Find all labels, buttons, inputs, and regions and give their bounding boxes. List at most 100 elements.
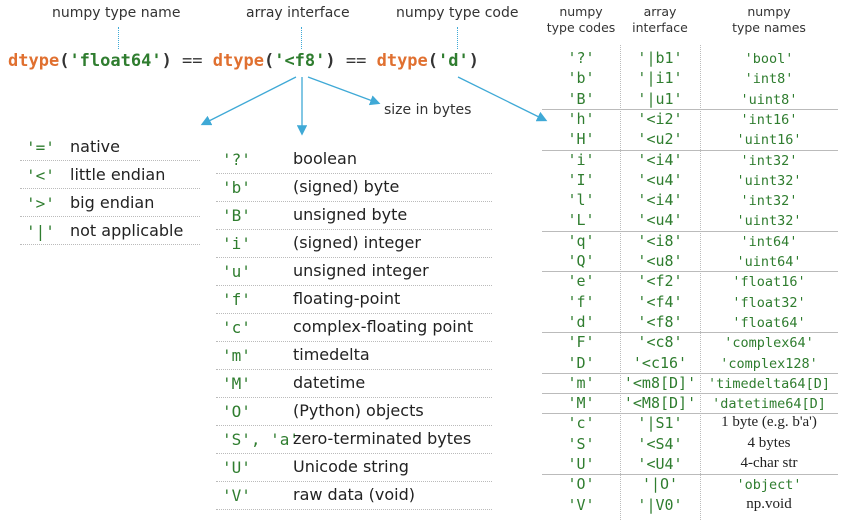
arrow-to-byte-order: [200, 76, 297, 126]
type-code-cell: 'S': [567, 434, 595, 453]
type-name-cell: 'object': [736, 477, 802, 494]
list-item: 'i' (signed) integer: [216, 229, 492, 258]
expr-type-code: 'd': [438, 51, 469, 71]
dtype-expression: dtype('float64') == dtype('<f8') == dtyp…: [8, 51, 479, 71]
dotted-connector-type-code: [457, 27, 458, 49]
kind-desc: datetime: [293, 373, 366, 392]
group-separator: [542, 108, 838, 110]
array-interface-cell: '<c16': [632, 353, 688, 372]
table-row: 'l''<i4''int32': [542, 190, 838, 210]
table-row: 'O''|O''object': [542, 474, 838, 494]
list-item: 'f'floating-point: [216, 285, 492, 314]
group-separator: [542, 271, 838, 273]
expr-close-3: ): [468, 51, 479, 71]
type-code-cell: '?': [567, 49, 595, 67]
type-name-cell: 4 bytes: [747, 434, 791, 451]
type-name-cell: 'datetime64[D]: [712, 396, 826, 413]
type-code-cell: 'i': [567, 150, 595, 169]
table-row: 'F' '<c8' 'complex64': [542, 332, 838, 352]
type-name-cell: 'complex64': [724, 335, 814, 352]
expr-eq-2: ==: [335, 51, 377, 71]
label-type-name: numpy type name: [52, 5, 181, 21]
list-item: 'm'timedelta: [216, 341, 492, 370]
byte-order-desc: not applicable: [70, 221, 184, 240]
group-separator: [542, 149, 838, 151]
type-code-cell: 'I': [567, 170, 595, 189]
expr-type-name: 'float64': [69, 51, 162, 71]
list-item: 'V'raw data (void): [216, 481, 492, 510]
kind-code: 'm': [222, 346, 251, 365]
table-row: 'Q''<u8''uint64': [542, 251, 838, 271]
expr-fn-1: dtype: [8, 51, 60, 71]
list-item: '>' big endian: [20, 190, 200, 217]
table-row: 'e''<f2''float16': [542, 271, 838, 291]
expr-array-interface: '<f8': [274, 51, 326, 71]
label-array-interface: array interface: [246, 5, 350, 21]
group-separator: [542, 393, 838, 395]
dotted-connector-type-name: [118, 27, 119, 49]
type-code-cell: 'h': [567, 109, 595, 128]
byte-order-code: '>': [26, 194, 55, 213]
table-row: 'U''<U4'4-char str: [542, 454, 838, 474]
list-item: '?'boolean: [216, 145, 492, 174]
expr-eq-1: ==: [171, 51, 213, 71]
table-header-type-codes: numpy type codes: [546, 4, 616, 35]
kind-desc: complex-floating point: [293, 317, 474, 336]
array-interface-cell: '<c8': [637, 333, 683, 352]
array-interface-cell: '|b1': [637, 49, 683, 67]
type-name-cell: 'int16': [740, 111, 798, 128]
type-code-cell: 'c': [567, 414, 595, 433]
type-code-cell: 'B': [567, 89, 595, 108]
type-name-cell: 1 byte (e.g. b'a'): [721, 414, 817, 431]
kind-code: 'M': [222, 374, 251, 393]
array-interface-cell: '<u8': [637, 252, 683, 270]
column-divider: [700, 45, 701, 520]
byte-order-desc: native: [70, 137, 120, 156]
array-interface-cell: '|S1': [637, 414, 683, 433]
type-name-cell: 'bool': [744, 51, 794, 67]
kind-desc: Unicode string: [293, 457, 409, 476]
type-name-cell: 'uint8': [740, 91, 798, 108]
type-name-cell: 'int32': [740, 152, 798, 169]
type-name-cell: 'complex128': [720, 355, 818, 372]
table-row: 'I''<u4''uint32': [542, 170, 838, 190]
array-interface-cell: '<i4': [637, 191, 683, 210]
kind-code: 'O': [222, 402, 251, 421]
kind-desc: (signed) integer: [293, 233, 421, 252]
kind-desc: floating-point: [293, 289, 401, 308]
type-name-cell: 'timedelta64[D]: [708, 375, 830, 392]
list-item: 'M' datetime: [216, 369, 492, 398]
list-item: '=' native: [20, 134, 200, 161]
array-interface-cell: '<m8[D]': [623, 373, 697, 392]
type-code-cell: 'O': [567, 475, 595, 494]
type-name-cell: np.void: [746, 495, 792, 512]
kind-code: 'S', 'a': [222, 430, 300, 449]
type-code-cell: 'f': [567, 292, 595, 311]
type-code-cell: 'F': [567, 333, 595, 352]
array-interface-cell: '<i8': [637, 231, 683, 250]
array-interface-cell: '<f2': [637, 272, 683, 291]
label-size-in-bytes: size in bytes: [384, 102, 472, 118]
table-row: 'H''<u2''uint16': [542, 129, 838, 149]
kind-desc: unsigned integer: [293, 261, 429, 280]
list-item: 'u'unsigned integer: [216, 257, 492, 286]
type-name-cell: 'uint32': [736, 213, 802, 230]
label-type-code: numpy type code: [396, 5, 519, 21]
table-row: 'V''|V0'np.void: [542, 495, 838, 515]
byte-order-desc: big endian: [70, 193, 155, 212]
table-row: 'i''<i4''int32': [542, 150, 838, 170]
type-code-cell: 'd': [567, 312, 595, 331]
expr-open-3: (: [427, 51, 439, 71]
kind-desc: raw data (void): [293, 485, 416, 504]
kind-code: 'i': [222, 234, 251, 253]
byte-order-code: '<': [26, 166, 55, 185]
type-code-cell: 'L': [567, 211, 595, 230]
array-interface-cell: '<u4': [637, 170, 683, 189]
array-interface-cell: '<M8[D]': [623, 394, 697, 413]
type-code-cell: 'V': [567, 495, 595, 514]
type-name-cell: 'float16': [732, 274, 806, 291]
byte-order-code: '|': [26, 222, 55, 241]
byte-order-desc: little endian: [70, 165, 166, 184]
list-item: 'b'(signed) byte: [216, 173, 492, 202]
type-code-cell: 'D': [567, 353, 595, 372]
